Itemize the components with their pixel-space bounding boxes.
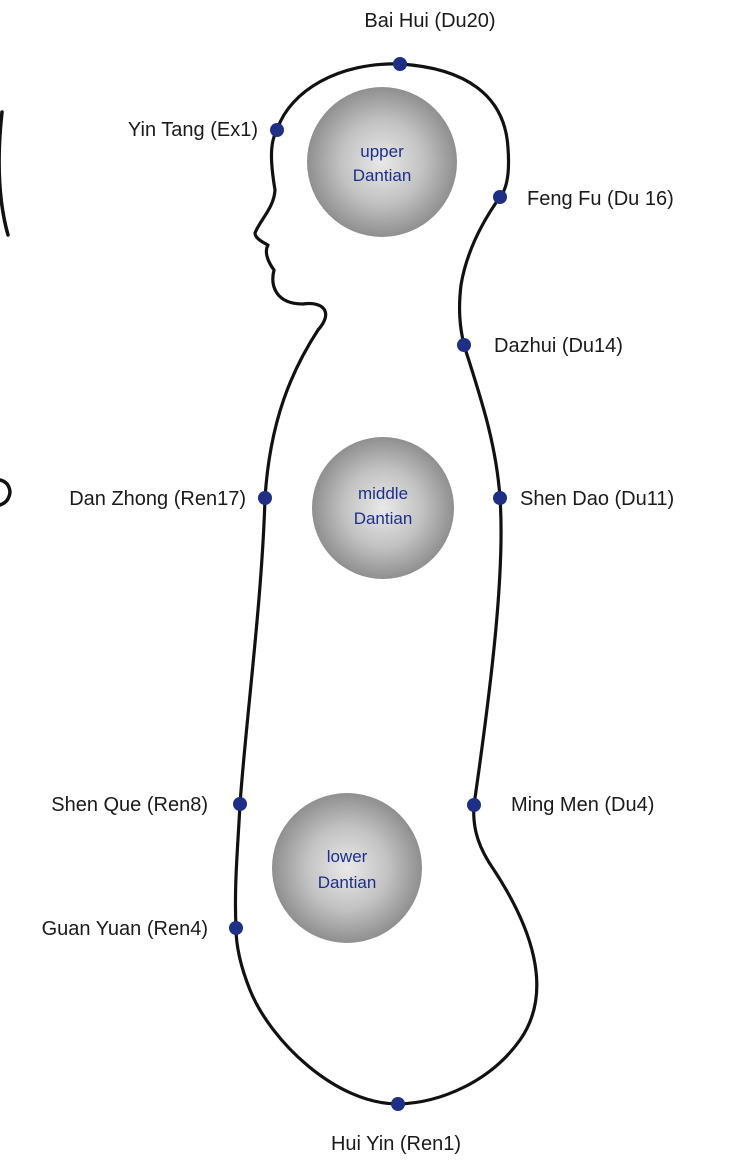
bai-hui-dot: [393, 57, 407, 71]
dazhui-dot: [457, 338, 471, 352]
edge-artifact-arc: [0, 112, 8, 235]
upper-dantian-label-line2: Dantian: [353, 166, 412, 185]
shen-que-label: Shen Que (Ren8): [51, 794, 208, 816]
dan-zhong-label: Dan Zhong (Ren17): [69, 488, 246, 510]
middle-dantian-sphere: [312, 437, 454, 579]
yin-tang-label: Yin Tang (Ex1): [128, 119, 258, 141]
middle-dantian-label-line2: Dantian: [354, 509, 413, 528]
feng-fu-label: Feng Fu (Du 16): [527, 188, 674, 210]
lower-dantian-label-line1: lower: [327, 847, 368, 866]
hui-yin-label: Hui Yin (Ren1): [331, 1133, 461, 1155]
lower-dantian: lower Dantian: [272, 793, 422, 943]
shen-dao-label: Shen Dao (Du11): [520, 488, 674, 510]
middle-dantian: middle Dantian: [312, 437, 454, 579]
ming-men-label: Ming Men (Du4): [511, 794, 654, 816]
middle-dantian-label-line1: middle: [358, 484, 408, 503]
upper-dantian-sphere: [307, 87, 457, 237]
dan-zhong-dot: [258, 491, 272, 505]
shen-dao-dot: [493, 491, 507, 505]
bai-hui-label: Bai Hui (Du20): [364, 10, 495, 32]
shen-que-dot: [233, 797, 247, 811]
upper-dantian: upper Dantian: [307, 87, 457, 237]
dazhui-label: Dazhui (Du14): [494, 335, 623, 357]
yin-tang-dot: [270, 123, 284, 137]
hui-yin-dot: [391, 1097, 405, 1111]
ming-men-dot: [467, 798, 481, 812]
lower-dantian-label-line2: Dantian: [318, 873, 377, 892]
edge-artifact-glyph: [0, 480, 10, 505]
guan-yuan-label: Guan Yuan (Ren4): [42, 918, 208, 940]
lower-dantian-sphere: [272, 793, 422, 943]
guan-yuan-dot: [229, 921, 243, 935]
feng-fu-dot: [493, 190, 507, 204]
upper-dantian-label-line1: upper: [360, 142, 404, 161]
